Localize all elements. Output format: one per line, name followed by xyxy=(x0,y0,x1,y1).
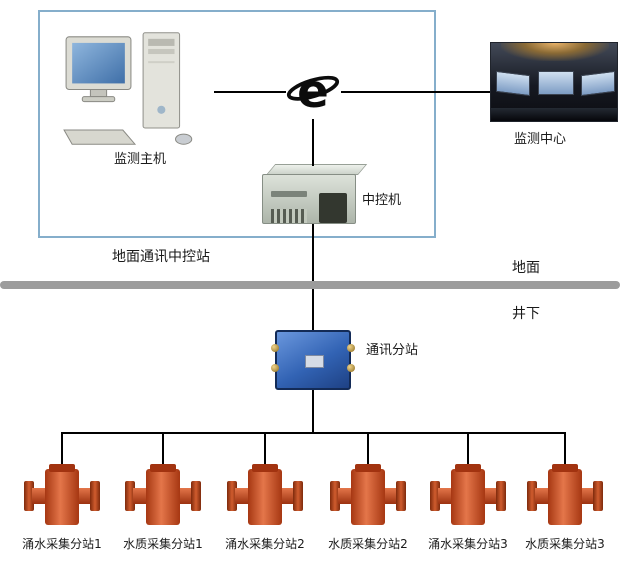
drop-line xyxy=(564,432,566,468)
surface-divider-bar xyxy=(0,281,620,289)
device-body xyxy=(451,469,485,525)
server-vents xyxy=(271,209,307,223)
monitoring-center-photo xyxy=(490,42,618,122)
flange xyxy=(593,481,603,511)
flow-meter-graphic xyxy=(330,464,406,528)
substation-nameplate xyxy=(305,355,324,368)
flange xyxy=(496,481,506,511)
drop-line xyxy=(467,432,469,468)
flange xyxy=(125,481,135,511)
drop-line xyxy=(367,432,369,468)
flow-meter-graphic xyxy=(24,464,100,528)
screen-center xyxy=(538,71,574,95)
internet-e-icon: e xyxy=(285,64,341,120)
connector-line xyxy=(312,119,314,166)
ceiling-glow xyxy=(501,43,609,61)
flow-meter-graphic xyxy=(430,464,506,528)
flange xyxy=(527,481,537,511)
device-cap xyxy=(252,464,278,472)
device-cap xyxy=(355,464,381,472)
server-bay xyxy=(319,193,347,223)
device-cap xyxy=(49,464,75,472)
device-cap xyxy=(150,464,176,472)
underground-label: 井下 xyxy=(512,306,540,322)
flange xyxy=(90,481,100,511)
flange xyxy=(227,481,237,511)
device-body xyxy=(351,469,385,525)
communication-substation-graphic xyxy=(271,330,355,390)
connector-line xyxy=(312,224,314,331)
device-label: 涌水采集分站2 xyxy=(225,537,305,551)
desktop-computer-graphic xyxy=(63,32,193,145)
connector-line xyxy=(312,390,314,433)
device-label: 涌水采集分站3 xyxy=(428,537,508,551)
connector-line xyxy=(214,91,286,93)
monitoring-center-label: 监测中心 xyxy=(513,132,566,147)
substation-label: 通讯分站 xyxy=(366,343,419,358)
connector-line xyxy=(341,91,490,93)
device-body xyxy=(45,469,79,525)
server-front-panel xyxy=(262,174,356,224)
drop-line xyxy=(61,432,63,468)
device-cap xyxy=(455,464,481,472)
screen-left xyxy=(496,70,530,97)
cable-gland xyxy=(271,344,279,352)
console-desk xyxy=(491,108,617,121)
flow-meter-graphic xyxy=(227,464,303,528)
host-label: 监测主机 xyxy=(113,152,166,167)
flange xyxy=(24,481,34,511)
control-machine-label: 中控机 xyxy=(362,193,402,208)
device-label: 水质采集分站1 xyxy=(123,537,203,551)
cable-gland xyxy=(347,344,355,352)
surface-label: 地面 xyxy=(512,260,540,276)
bus-line xyxy=(61,432,566,434)
device-body xyxy=(548,469,582,525)
device-body xyxy=(248,469,282,525)
flange xyxy=(396,481,406,511)
server-slot xyxy=(271,191,307,197)
cable-gland xyxy=(347,364,355,372)
device-label: 水质采集分站3 xyxy=(525,537,605,551)
cable-gland xyxy=(271,364,279,372)
device-label: 涌水采集分站1 xyxy=(22,537,102,551)
control-machine-graphic xyxy=(262,164,368,226)
ground-station-label: 地面通讯中控站 xyxy=(112,249,210,265)
flow-meter-graphic xyxy=(527,464,603,528)
drop-line xyxy=(264,432,266,468)
flow-meter-graphic xyxy=(125,464,201,528)
flange xyxy=(293,481,303,511)
device-cap xyxy=(552,464,578,472)
flange xyxy=(330,481,340,511)
flange xyxy=(191,481,201,511)
device-body xyxy=(146,469,180,525)
drop-line xyxy=(162,432,164,468)
device-label: 水质采集分站2 xyxy=(328,537,408,551)
screen-right xyxy=(581,70,615,97)
flange xyxy=(430,481,440,511)
